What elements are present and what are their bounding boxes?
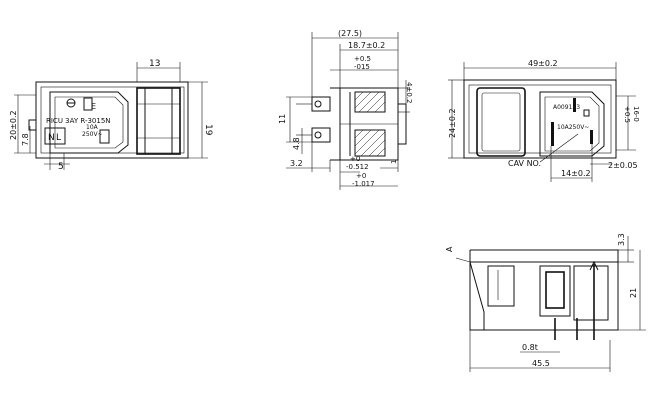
top-pin-l (590, 130, 593, 144)
dim-1017-top: +0 (356, 172, 366, 180)
bottom-slant (469, 261, 485, 330)
front-view: E RICU 3AY R-3015N N L 10A 250V~ 13 19 2… (9, 59, 213, 172)
bottom-pin-tip (589, 260, 599, 271)
top-socket (539, 91, 605, 157)
side-flange (397, 103, 407, 145)
dim-49: 49±0.2 (528, 59, 558, 68)
top-switch-window (476, 87, 526, 157)
front-switch-block (136, 87, 181, 155)
dim-4: 4±0.2 (405, 82, 413, 103)
dim-4-8: 4.8 (292, 137, 301, 150)
side-hatch-bottom (354, 129, 386, 157)
dim-3-3: 3.3 (617, 233, 626, 246)
dim-19: 19 (203, 124, 213, 136)
label-cav: CAV NO. (508, 159, 541, 168)
top-pin-n (551, 122, 554, 146)
marking-l: L (56, 133, 61, 143)
side-view: (27.5) 18.7±0.2 +0.5 -015 4±0.2 11 4.8 3… (278, 29, 413, 190)
cav-leader (539, 133, 579, 163)
dim-015-top: +0.5 (354, 55, 371, 63)
bottom-view: A 3.3 21 0.8t 45.5 (445, 233, 646, 372)
side-pin-hole (314, 131, 322, 139)
front-switch-rocker (144, 87, 173, 155)
dim-11: 11 (278, 114, 287, 124)
dim-7-8: 7.8 (21, 133, 30, 146)
bottom-inner-block (545, 271, 565, 309)
dim-45-5: 45.5 (532, 359, 550, 368)
top-pin-e (573, 98, 576, 112)
dim-015-bot: -015 (354, 63, 370, 71)
dim-5: 5 (58, 162, 64, 172)
dim-0-8t: 0.8t (522, 343, 538, 352)
bottom-middle-block (539, 265, 571, 317)
dim-0512-bot: -0.512 (346, 163, 369, 171)
front-terminal-e (83, 97, 93, 111)
dim-20: 20±0.2 (9, 110, 18, 140)
side-pin-hole (314, 100, 322, 108)
top-socket-inner (544, 96, 600, 152)
dim-21: 21 (629, 288, 638, 298)
marking-part: RICU 3AY R-3015N (46, 117, 111, 125)
marking-rating-1: 10A (86, 124, 99, 131)
dim-14: 14±0.2 (561, 169, 591, 178)
bottom-right-block (573, 265, 609, 321)
dim-3-2: 3.2 (290, 159, 303, 168)
front-left-tab (28, 119, 36, 131)
label-a: A (445, 246, 454, 252)
a-leader (455, 257, 471, 263)
dim-1017-bot: -1.017 (352, 180, 375, 188)
top-switch-inner (481, 92, 521, 152)
dim-1-side: 1 (390, 160, 398, 164)
top-view: A009133 10A250V~ CAV NO. 49±0.2 24±0.2 +… (448, 59, 640, 182)
marking-rating: 10A250V~ (557, 124, 589, 131)
dim-27-5: (27.5) (338, 29, 362, 38)
dim-24: 24±0.2 (448, 108, 457, 138)
dim-16-bot: 16-0 (632, 106, 640, 122)
marking-code: A009133 (553, 104, 580, 111)
front-socket-inner (54, 96, 124, 149)
dim-0512-top: +0 (350, 155, 360, 163)
dim-2: 2±0.05 (608, 161, 638, 170)
front-terminal-l (99, 129, 110, 144)
dim-16-top: +0.5 (623, 106, 631, 123)
marking-e: E (91, 102, 96, 111)
front-terminal-n (44, 127, 66, 145)
marking-n: N (48, 133, 55, 143)
marking-rating-2: 250V~ (82, 131, 103, 138)
top-body-outline (463, 79, 617, 159)
dim-13: 13 (149, 59, 160, 69)
dim-18-7: 18.7±0.2 (348, 41, 385, 50)
top-pin-box (583, 109, 590, 117)
bottom-switch (487, 265, 515, 307)
